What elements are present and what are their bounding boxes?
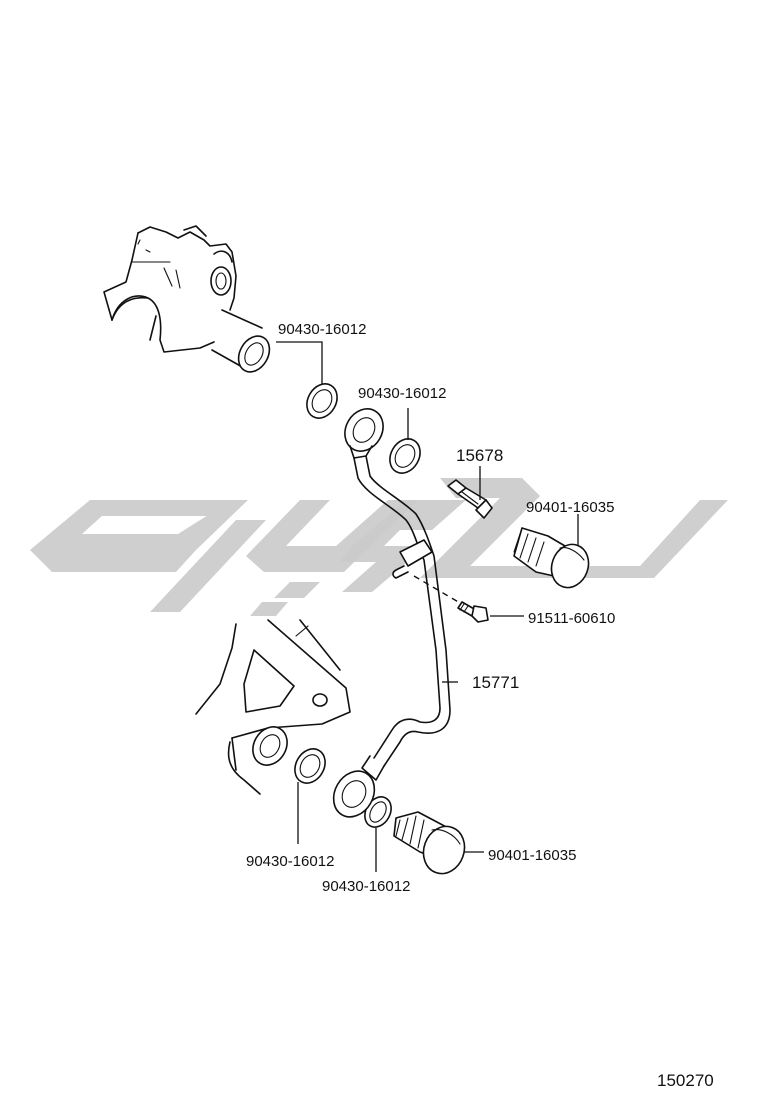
- engine-block: [195, 619, 351, 795]
- label-union-bolt-upper: 90401-16035: [526, 499, 614, 516]
- gasket-ring-lower-left: [294, 748, 326, 784]
- watermark-logo: [30, 478, 728, 616]
- gasket-ring-turbo: [306, 383, 338, 419]
- label-sensor-switch: 15678: [456, 446, 503, 465]
- label-gasket-turbo-side: 90430-16012: [278, 321, 366, 338]
- part-labels: 90430-16012 90430-16012 15678 90401-1603…: [246, 321, 714, 1090]
- label-oil-pipe: 15771: [472, 673, 519, 692]
- oil-pipe: [332, 408, 451, 818]
- label-union-bolt-lower: 90401-16035: [488, 847, 576, 864]
- leader-lines: [276, 341, 579, 872]
- sensor-switch: [447, 479, 493, 519]
- gasket-ring-upper-right: [389, 438, 421, 474]
- clamp-bolt: [413, 575, 489, 623]
- label-gasket-upper-right: 90430-16012: [358, 385, 446, 402]
- label-clamp-bolt: 91511-60610: [528, 610, 615, 627]
- turbocharger-housing: [103, 225, 271, 373]
- label-gasket-lower-middle: 90430-16012: [322, 878, 410, 895]
- label-gasket-lower-left: 90430-16012: [246, 853, 334, 870]
- union-bolt-upper: [513, 527, 590, 589]
- union-bolt-lower: [393, 811, 466, 875]
- diagram-id: 150270: [657, 1071, 714, 1090]
